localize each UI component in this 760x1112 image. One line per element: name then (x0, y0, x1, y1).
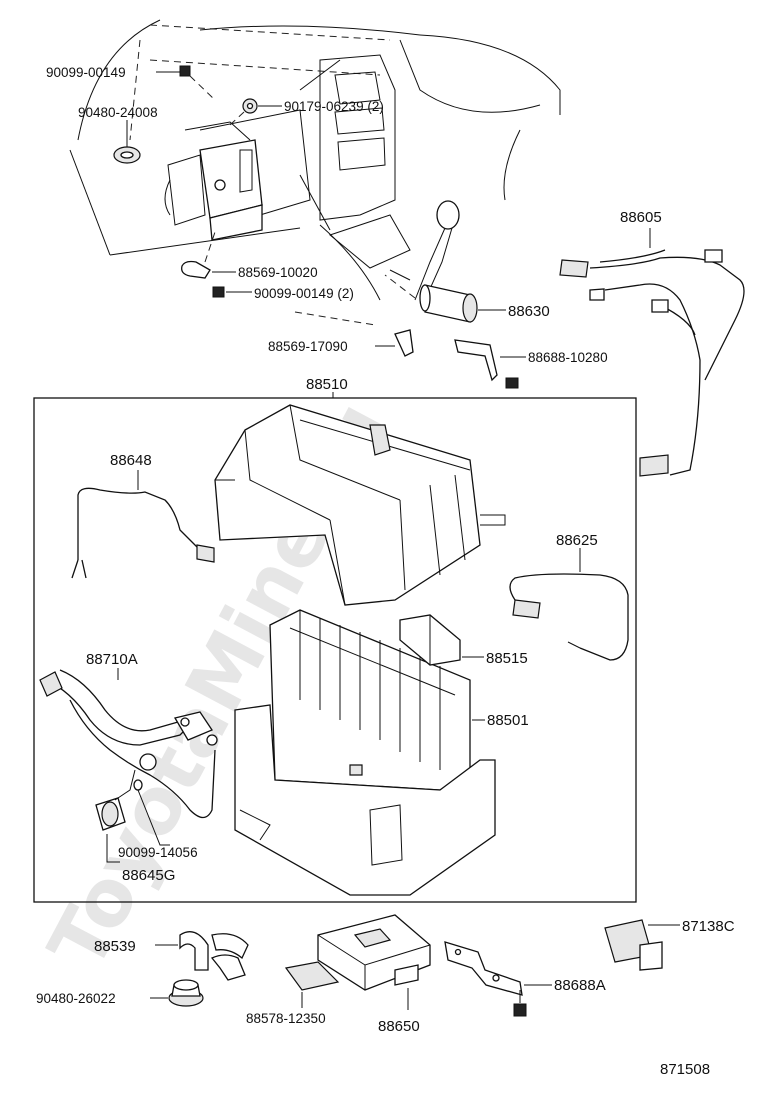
label-88650: 88650 (378, 1018, 420, 1035)
label-88688-10280: 88688-10280 (528, 350, 608, 365)
lower-case (234, 704, 496, 896)
label-88510: 88510 (306, 376, 348, 393)
label-88605: 88605 (620, 209, 662, 226)
label-88569-17090: 88569-17090 (268, 339, 348, 354)
screw-90099-00149-top (156, 65, 216, 101)
block-88515 (399, 614, 484, 666)
diagram-code: 871508 (660, 1061, 710, 1078)
label-88630: 88630 (508, 303, 550, 320)
hose-88539 (155, 931, 249, 981)
dashboard-outline (69, 19, 561, 301)
label-88648: 88648 (110, 452, 152, 469)
label-90099-14056: 90099-14056 (118, 845, 198, 860)
wiring-harness-88605 (559, 228, 745, 477)
label-90179-06239: 90179-06239 (2) (284, 99, 384, 114)
grommet-90480-26022 (150, 979, 204, 1007)
label-88688A: 88688A (554, 977, 606, 994)
label-90099-00149: 90099-00149 (46, 65, 126, 80)
label-90099-00149-x2: 90099-00149 (2) (254, 286, 354, 301)
label-88539: 88539 (94, 938, 136, 955)
pressure-switch-88645G (95, 753, 170, 863)
sensor-88648 (71, 470, 215, 579)
label-88625: 88625 (556, 532, 598, 549)
assembly-box-88510 (33, 397, 637, 903)
relay-88630 (384, 274, 506, 323)
label-88501: 88501 (487, 712, 529, 729)
bracket-88688-10280 (454, 339, 526, 389)
gear-shift-lever (389, 200, 460, 301)
label-87138C: 87138C (682, 918, 735, 935)
switch-87138C (604, 919, 680, 971)
screw-90099-00149-x2 (212, 286, 252, 298)
thermistor-88625 (509, 548, 629, 661)
grommet-90480-24008 (113, 120, 141, 164)
bracket-88688A (444, 941, 552, 1017)
dash-heater-unit (164, 121, 263, 241)
control-module-88650 (284, 914, 431, 1010)
bracket-88569-17090 (294, 311, 414, 357)
pipe-88710A (39, 668, 218, 819)
label-88515: 88515 (486, 650, 528, 667)
nut-90179-06239 (229, 98, 282, 126)
label-88578-12350: 88578-12350 (246, 1011, 326, 1026)
clamp-88569-10020 (181, 231, 236, 279)
label-88710A: 88710A (86, 651, 138, 668)
label-90480-24008: 90480-24008 (78, 105, 158, 120)
upper-case (214, 404, 506, 606)
label-88569-10020: 88569-10020 (238, 265, 318, 280)
label-90480-26022: 90480-26022 (36, 991, 116, 1006)
label-88645G: 88645G (122, 867, 175, 884)
